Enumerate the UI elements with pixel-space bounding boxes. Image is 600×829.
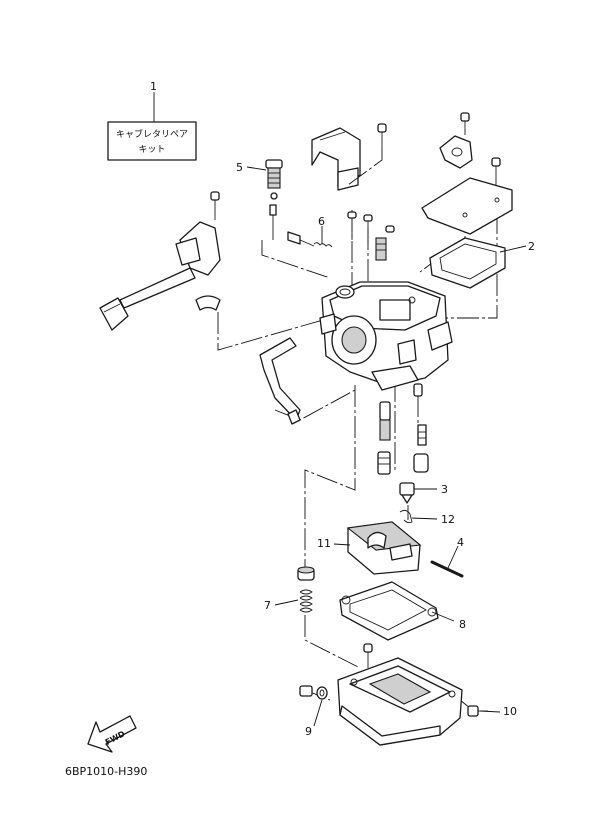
float-pin-4	[430, 560, 464, 578]
repair-kit-box: キャブレタリペア キット	[107, 121, 197, 161]
float-chamber	[337, 643, 463, 746]
screw-6	[287, 231, 333, 248]
main-jet	[377, 401, 429, 475]
callout-9: 9	[305, 725, 312, 738]
float-11	[346, 521, 422, 575]
callout-10: 10	[503, 705, 517, 718]
callout-7: 7	[264, 599, 271, 612]
fwd-arrow: FWD	[87, 715, 137, 753]
gasket-8	[339, 581, 439, 641]
pilot-jet-5	[265, 159, 283, 240]
callout-12: 12	[441, 513, 455, 526]
callout-8: 8	[459, 618, 466, 631]
kit-label-line1: キャブレタリペア	[116, 128, 188, 140]
callout-2: 2	[528, 240, 535, 253]
clip-12	[399, 509, 413, 524]
kit-label-line2: キット	[138, 145, 165, 155]
callout-11: 11	[317, 537, 331, 550]
callout-3: 3	[441, 483, 448, 496]
gasket-top	[429, 237, 506, 289]
fuel-hose	[259, 337, 301, 425]
throttle-sensor-cable	[99, 191, 221, 331]
top-cover-plate	[421, 112, 513, 235]
diagram-code: 6BP1010-H390	[65, 765, 147, 778]
callout-1: 1	[150, 80, 157, 93]
drain-screw-9	[299, 685, 328, 700]
top-bracket	[311, 123, 387, 191]
jets-upper	[347, 211, 395, 261]
needle-valve-3	[399, 482, 415, 504]
carburetor-body	[319, 281, 453, 397]
callout-numbers: 1 2 3 4 5 6 7 8 9 10 11 12	[150, 80, 535, 738]
spring-7	[297, 566, 315, 613]
callout-5: 5	[236, 161, 243, 174]
callout-leaders	[153, 92, 527, 727]
callout-4: 4	[457, 536, 464, 549]
callout-6: 6	[318, 215, 325, 228]
